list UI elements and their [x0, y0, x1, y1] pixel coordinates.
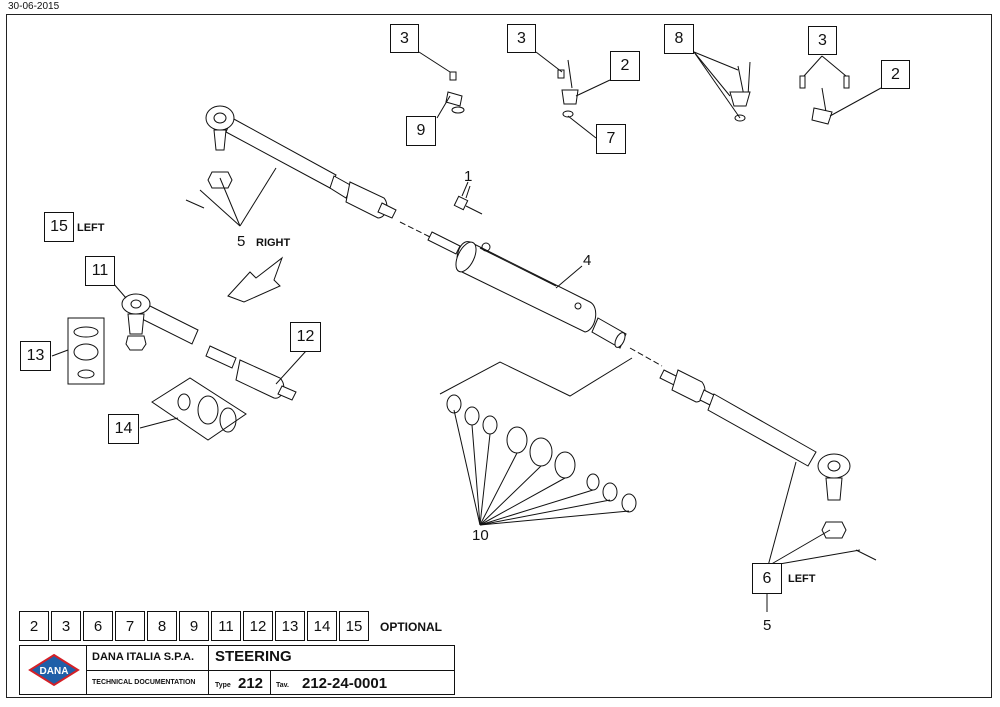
callout-14: 14 — [108, 414, 139, 444]
label-10: 10 — [472, 527, 489, 544]
label-1: 1 — [464, 168, 473, 185]
callout-3-mid: 3 — [507, 24, 536, 53]
optional-grease-fittings — [445, 59, 850, 125]
optional-label: OPTIONAL — [380, 620, 442, 634]
optional-part-cell: 14 — [307, 611, 337, 641]
steering-cylinder — [399, 221, 663, 367]
callout-8: 8 — [664, 24, 694, 54]
tav-value: 212-24-0001 — [302, 675, 388, 692]
callout-3-top: 3 — [390, 24, 419, 53]
label-5-left: 5 — [763, 617, 772, 634]
optional-part-cell: 9 — [179, 611, 209, 641]
callout-9: 9 — [406, 116, 436, 146]
callout-12: 12 — [290, 322, 321, 352]
right-tie-rod — [185, 105, 397, 219]
optional-part-cell: 8 — [147, 611, 177, 641]
side-left-label-15: LEFT — [77, 222, 105, 234]
type-value: 212 — [238, 675, 264, 692]
tie-rod-end-detail — [67, 256, 297, 441]
logo-text: DANA — [40, 666, 69, 677]
callout-13: 13 — [20, 341, 51, 371]
label-4: 4 — [583, 252, 592, 269]
callout-7: 7 — [596, 124, 626, 154]
optional-parts-row: 2 3 6 7 8 9 11 12 13 14 15 — [19, 611, 371, 641]
optional-part-cell: 7 — [115, 611, 145, 641]
company-name: DANA ITALIA S.P.A. — [92, 651, 195, 663]
label-5-right: 5 — [237, 233, 246, 250]
title-block: DANA DANA ITALIA S.P.A. STEERING TECHNIC… — [19, 645, 455, 695]
tav-label: Tav. — [276, 682, 289, 689]
optional-part-cell: 3 — [51, 611, 81, 641]
optional-part-cell: 2 — [19, 611, 49, 641]
leader-lines — [51, 51, 882, 612]
dana-logo: DANA — [28, 653, 80, 687]
bolt-part — [453, 185, 483, 215]
left-tie-rod — [659, 369, 877, 561]
drawing-date: 30-06-2015 — [8, 1, 60, 12]
seal-kit — [439, 357, 637, 526]
drawing-frame — [6, 14, 992, 698]
side-right-label: RIGHT — [256, 237, 291, 249]
drawing-subject: STEERING — [215, 648, 292, 665]
technical-documentation-label: TECHNICAL DOCUMENTATION — [92, 679, 196, 686]
callout-11: 11 — [85, 256, 115, 286]
callout-2-right: 2 — [881, 60, 910, 89]
type-label: Type — [215, 682, 231, 689]
side-left-label-6: LEFT — [788, 573, 816, 585]
optional-part-cell: 11 — [211, 611, 241, 641]
optional-part-cell: 15 — [339, 611, 369, 641]
callout-2-mid: 2 — [610, 51, 640, 81]
callout-3-right: 3 — [808, 26, 837, 55]
callout-6: 6 — [752, 563, 782, 594]
callout-15: 15 — [44, 212, 74, 242]
optional-part-cell: 12 — [243, 611, 273, 641]
optional-part-cell: 13 — [275, 611, 305, 641]
optional-part-cell: 6 — [83, 611, 113, 641]
